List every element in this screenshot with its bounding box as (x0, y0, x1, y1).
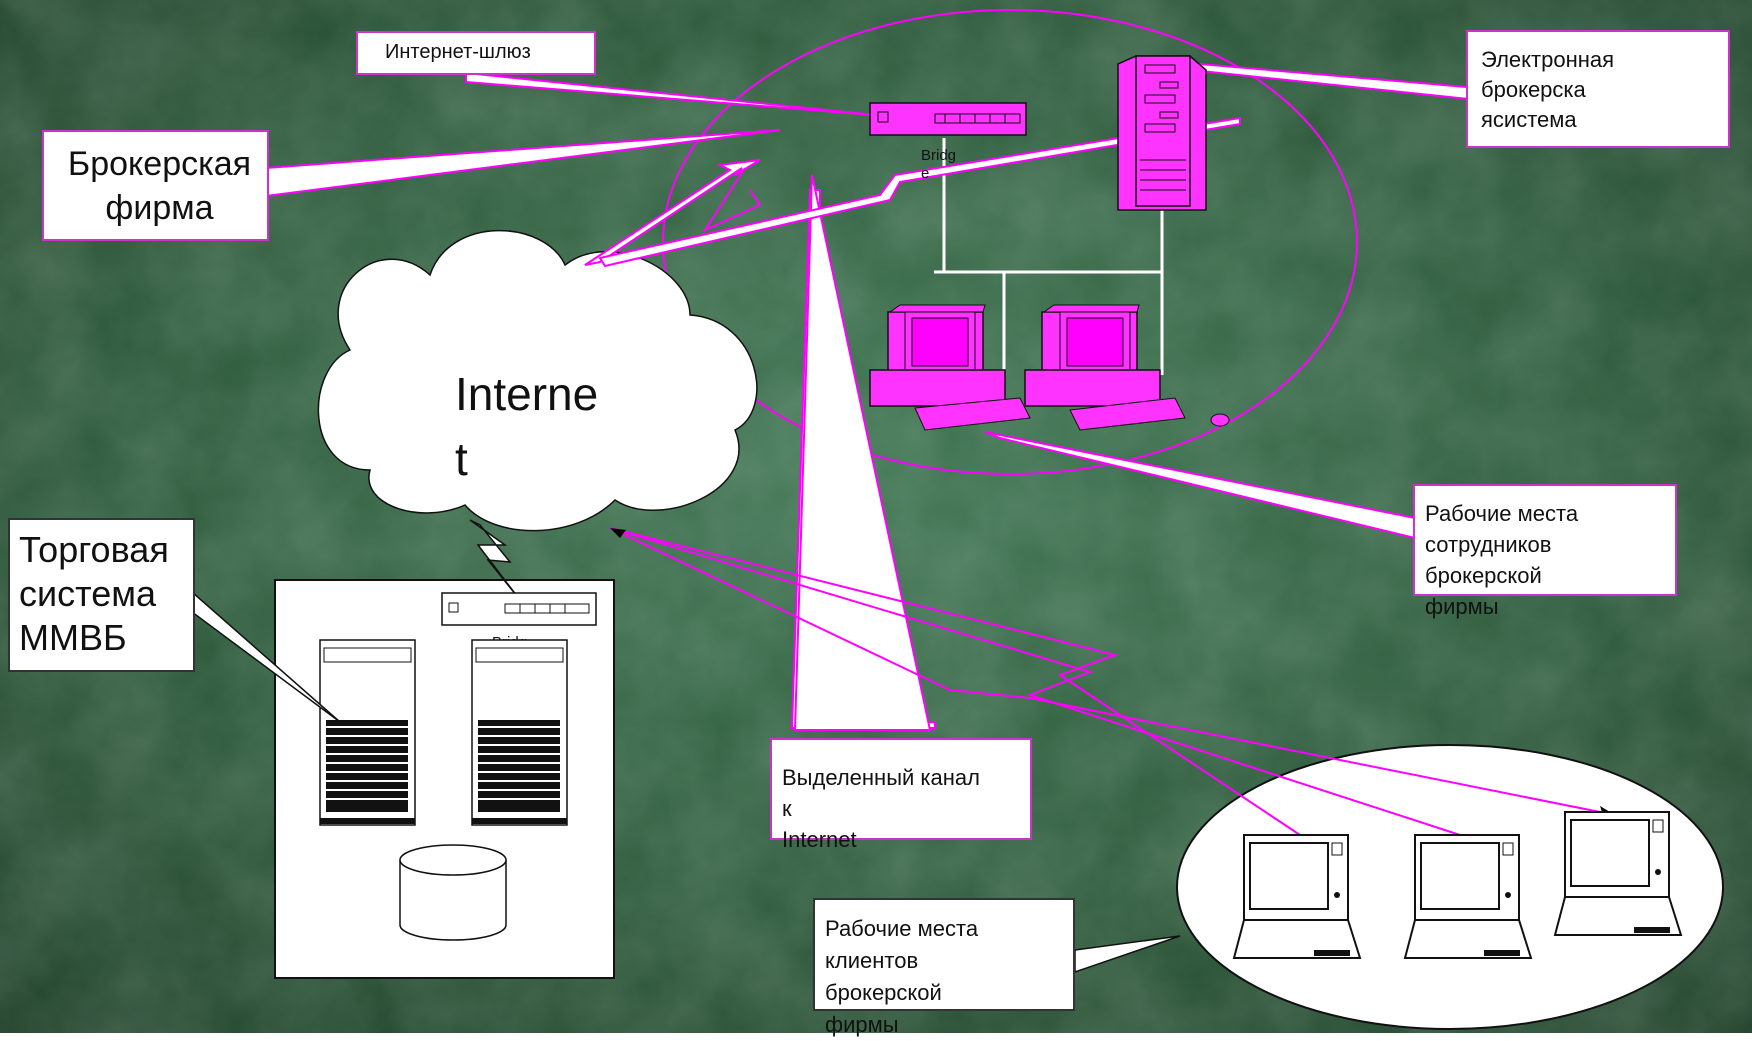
trading-system-label: Торговая система ММВБ (8, 518, 195, 672)
bridge-icon (441, 592, 597, 626)
server-stripes (326, 726, 560, 800)
bridge-top-label-line1: Bridg (921, 147, 956, 164)
gateway-label: Интернет-шлюз (356, 31, 596, 75)
tower-server-icon (319, 639, 416, 826)
electronic-system-label: Электронная брокерска ясистема (1466, 30, 1730, 148)
database-icon (399, 844, 507, 941)
desktop-computer-icon (869, 304, 1031, 431)
broker-firm-label-text: Брокерская фирма (67, 145, 252, 227)
cloud-icon (317, 229, 758, 532)
internet-label-line2: t (455, 433, 468, 485)
client-workplaces-label-text: Рабочие места клиентов брокерской фирмы (825, 916, 979, 1037)
client-links (609, 527, 1616, 836)
desktop-computer-icon (1024, 304, 1230, 431)
client-label-pointer (1074, 935, 1181, 974)
tower-server-icon (471, 639, 568, 826)
client-workplaces-label: Рабочие места клиентов брокерской фирмы (813, 898, 1075, 1037)
broker-firm-label: Брокерская фирма (42, 130, 269, 241)
tower-server-icon (1117, 55, 1207, 211)
trading-system-label-text: Торговая система ММВБ (19, 529, 169, 658)
dedicated-channel-label: Выделенный канал к Internet (770, 738, 1032, 852)
laptop-icon (1232, 834, 1362, 959)
employee-workplaces-label: Рабочие места сотрудников брокерской фир… (1413, 484, 1677, 619)
bridge-top-label-line2: e (921, 165, 929, 182)
electronic-system-label-text: Электронная брокерска ясистема (1481, 47, 1615, 132)
laptop-icon (1403, 834, 1533, 959)
employee-workplaces-label-text: Рабочие места сотрудников брокерской фир… (1425, 501, 1579, 619)
lightning-link-icon (584, 116, 1241, 268)
laptop-icon (1553, 811, 1683, 936)
gateway-label-text: Интернет-шлюз (385, 41, 531, 63)
callout-pointers (265, 58, 1479, 729)
bridge-icon (869, 102, 1027, 136)
lightning-link-icon (469, 519, 521, 601)
channel-pointer (793, 174, 932, 731)
dedicated-channel-label-text: Выделенный канал к Internet (782, 765, 980, 852)
internet-label-line1: Interne (455, 368, 598, 420)
broker-network-ellipse (662, 9, 1358, 475)
lan-wiring (934, 138, 1164, 375)
internet-link-bridge (702, 167, 762, 233)
